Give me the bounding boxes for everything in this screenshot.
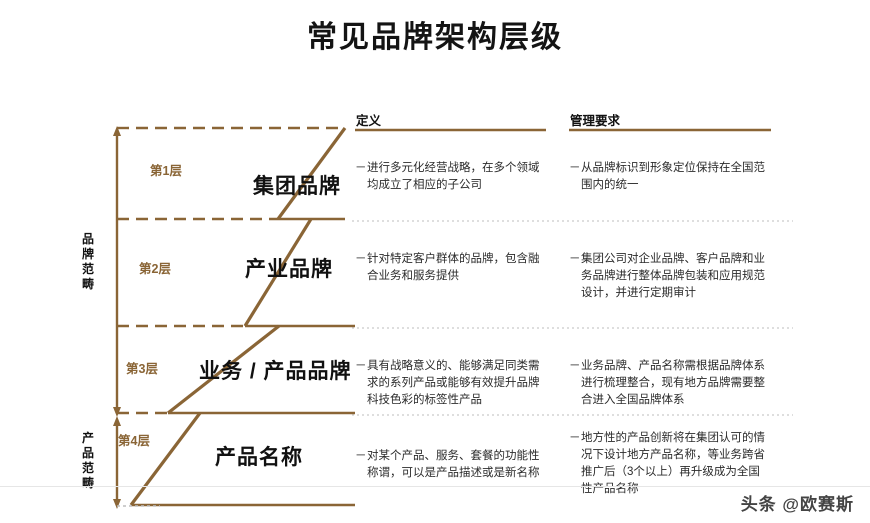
tier-label-1: 第1层 bbox=[150, 164, 182, 178]
bullet-dash-icon: － bbox=[569, 432, 581, 444]
management-cell-3: － 业务品牌、产品名称需根据品牌体系进行梳理整合，现有地方品牌需要整合进入全国品… bbox=[569, 358, 771, 409]
page-title: 常见品牌架构层级 bbox=[307, 21, 563, 54]
bullet-dash-icon: － bbox=[355, 253, 367, 265]
definition-text-1: 进行多元化经营战略，在多个领域均成立了相应的子公司 bbox=[367, 162, 540, 191]
definition-cell-2: － 针对特定客户群体的品牌，包含融合业务和服务提供 bbox=[355, 251, 545, 285]
bullet-dash-icon: － bbox=[355, 450, 367, 462]
management-text-4: 地方性的产品创新将在集团认可的情况下设计地方产品名称，等业务跨省推广后（3个以上… bbox=[581, 432, 765, 495]
bullet-dash-icon: － bbox=[569, 360, 581, 372]
management-text-1: 从品牌标识到形象定位保持在全国范围内的统一 bbox=[581, 162, 765, 191]
tier-label-3: 第3层 bbox=[126, 362, 158, 376]
watermark-attribution: 头条 @欧赛斯 bbox=[740, 495, 854, 514]
column-header-definition: 定义 bbox=[356, 114, 382, 128]
scope-label-brand: 品牌范畴 bbox=[81, 232, 94, 291]
bullet-dash-icon: － bbox=[569, 253, 581, 265]
management-text-3: 业务品牌、产品名称需根据品牌体系进行梳理整合，现有地方品牌需要整合进入全国品牌体… bbox=[581, 360, 765, 406]
definition-cell-3: － 具有战略意义的、能够满足同类需求的系列产品或能够有效提升品牌科技色彩的标签性… bbox=[355, 358, 545, 409]
level-name-business-product-brand: 业务 / 产品品牌 bbox=[199, 360, 352, 383]
definition-cell-4: － 对某个产品、服务、套餐的功能性称谓，可以是产品描述或是新名称 bbox=[355, 448, 545, 482]
column-header-management: 管理要求 bbox=[570, 114, 621, 128]
scope-arrow-brand bbox=[113, 126, 121, 417]
definition-text-4: 对某个产品、服务、套餐的功能性称谓，可以是产品描述或是新名称 bbox=[367, 450, 540, 479]
management-cell-1: － 从品牌标识到形象定位保持在全国范围内的统一 bbox=[569, 160, 771, 194]
management-cell-4: － 地方性的产品创新将在集团认可的情况下设计地方产品名称，等业务跨省推广后（3个… bbox=[569, 430, 771, 498]
tier-label-4: 第4层 bbox=[118, 434, 150, 448]
bullet-dash-icon: － bbox=[355, 162, 367, 174]
tier-label-2: 第2层 bbox=[139, 262, 171, 276]
definition-text-2: 针对特定客户群体的品牌，包含融合业务和服务提供 bbox=[367, 253, 540, 282]
management-cell-2: － 集团公司对企业品牌、客户品牌和业务品牌进行整体品牌包装和应用规范设计，并进行… bbox=[569, 251, 771, 302]
bullet-dash-icon: － bbox=[355, 360, 367, 372]
scope-label-product: 产品范畴 bbox=[81, 431, 94, 490]
level-name-product-name: 产品名称 bbox=[215, 446, 303, 469]
level-name-industry-brand: 产业品牌 bbox=[245, 258, 333, 281]
definition-text-3: 具有战略意义的、能够满足同类需求的系列产品或能够有效提升品牌科技色彩的标签性产品 bbox=[367, 360, 540, 406]
level-name-group-brand: 集团品牌 bbox=[253, 175, 341, 198]
watermark-divider bbox=[0, 486, 870, 487]
definition-cell-1: － 进行多元化经营战略，在多个领域均成立了相应的子公司 bbox=[355, 160, 545, 194]
bullet-dash-icon: － bbox=[569, 162, 581, 174]
management-text-2: 集团公司对企业品牌、客户品牌和业务品牌进行整体品牌包装和应用规范设计，并进行定期… bbox=[581, 253, 765, 299]
